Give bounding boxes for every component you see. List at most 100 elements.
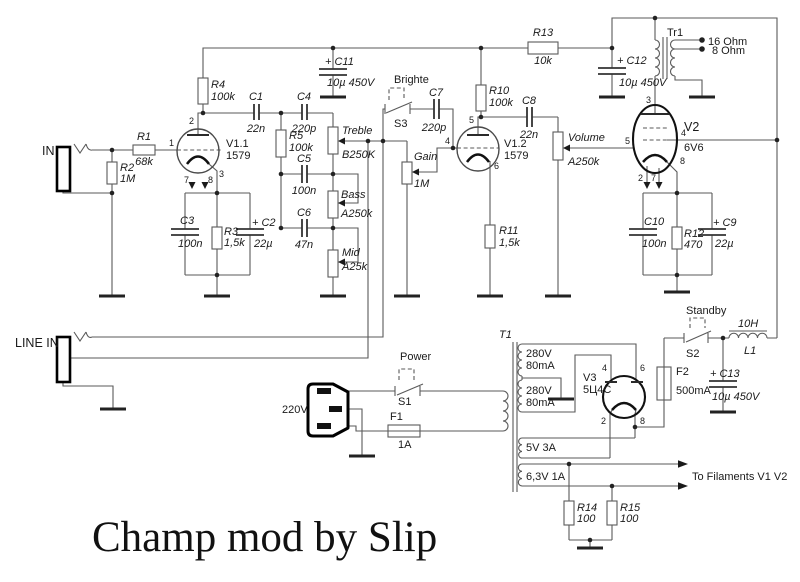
v11-pin2: 2 [189, 116, 194, 126]
r3-ref: R3 [224, 226, 239, 238]
pot-gain [401, 161, 413, 185]
t1-hv2-coil [517, 379, 523, 413]
input-jack-label: IN [42, 144, 55, 158]
r1-value: 68k [135, 156, 153, 168]
c4-value: 220p [291, 123, 316, 135]
treble-pot-label: Treble [342, 125, 372, 137]
f2-ref: F2 [676, 366, 689, 378]
tube-v11 [176, 128, 220, 189]
v2-ref: V2 [684, 120, 699, 134]
c10-value: 100n [642, 238, 666, 250]
resistor-r11 [484, 224, 496, 249]
c6-ref: C6 [297, 207, 312, 219]
treble-wiper-arrow [338, 137, 345, 145]
fuse-f1 [387, 424, 421, 438]
tube-grid-lines [177, 127, 667, 151]
cap-c11 [319, 68, 347, 76]
tube-v3 [601, 374, 647, 420]
r11-value: 1,5k [499, 237, 520, 249]
resistor-r5 [275, 129, 287, 158]
v11-pin8: 8 [208, 175, 213, 185]
r10-ref: R10 [489, 85, 510, 97]
c9-ref: + C9 [713, 217, 737, 229]
c11-value: 10µ 450V [327, 77, 376, 89]
v3-ref: V3 [583, 372, 596, 384]
t1-primary-coil [502, 390, 509, 432]
fuse-bodies [387, 366, 672, 438]
v11-pin1: 1 [169, 138, 174, 148]
c7-ref: C7 [429, 87, 444, 99]
ground-symbols [99, 95, 736, 550]
volume-pot-value: A250k [567, 156, 600, 168]
s3-ref-label: S3 [394, 118, 407, 130]
c3-value: 100n [178, 238, 202, 250]
v2-pin4: 4 [681, 128, 686, 138]
r12-ref: R12 [684, 228, 704, 240]
switch-s2 [683, 317, 712, 343]
cap-c3 [171, 228, 199, 236]
resistor-r4 [197, 77, 209, 105]
pot-treble [327, 126, 339, 155]
gain-wiper-arrow [412, 168, 419, 176]
filament-arrow-2 [678, 482, 688, 490]
cap-c1 [253, 104, 260, 120]
bass-pot-label: Bass [341, 189, 366, 201]
s2-name-label: Standby [686, 305, 727, 317]
tr1-tap-16: 16 Ohm [708, 36, 747, 48]
resistor-bodies [106, 41, 683, 526]
v2-pin7: 7 [651, 173, 656, 183]
t1-heater-coil [517, 463, 523, 487]
tr1-tap-8: 8 Ohm [712, 45, 745, 57]
v2-pin8: 8 [680, 156, 685, 166]
t1-5v-label: 5V 3A [526, 442, 557, 454]
v11-pin7: 7 [184, 175, 189, 185]
cap-c7 [433, 99, 440, 119]
tr1-ref: Tr1 [667, 27, 683, 39]
r4-value: 100k [211, 91, 235, 103]
labels: IN LINE IN 220V R1 68k R2 1M R3 1,5k R4 … [15, 27, 787, 561]
v12-pin6: 6 [494, 161, 499, 171]
cap-c8 [526, 107, 533, 127]
t1-ref: T1 [499, 329, 512, 341]
r2-value: 1M [120, 173, 136, 185]
gain-pot-value: 1M [414, 178, 430, 190]
c12-value: 10µ 450V [619, 77, 668, 89]
capacitor-bodies [171, 67, 737, 388]
wires [62, 17, 778, 548]
mains-pin-neutral [317, 423, 331, 429]
c10-ref: C10 [644, 216, 665, 228]
c5-value: 100n [292, 185, 316, 197]
v12-ref: V1.2 [504, 138, 527, 150]
r5-ref: R5 [289, 130, 304, 142]
filament-arrow-1 [678, 460, 688, 468]
c13-ref: + C13 [710, 368, 741, 380]
resistor-r12 [671, 226, 683, 250]
c1-ref: C1 [249, 91, 263, 103]
c5-ref: C5 [297, 153, 312, 165]
bass-pot-value: A250k [340, 208, 373, 220]
t1-heater-label: 6,3V 1A [526, 471, 566, 483]
c3-ref: C3 [180, 215, 195, 227]
input-jack [55, 143, 93, 193]
cap-c12 [598, 67, 626, 75]
connection-markers [678, 37, 705, 490]
volume-pot-label: Volume [568, 132, 605, 144]
tr1-secondary-coil [669, 39, 676, 77]
v12-pin4: 4 [445, 136, 450, 146]
line-in-jack-label: LINE IN [15, 336, 59, 350]
resistor-r3 [211, 226, 223, 250]
mid-pot-label: Mid [342, 247, 361, 259]
s1-ref-label: S1 [398, 396, 411, 408]
c12-ref: + C12 [617, 55, 647, 67]
tr1-core [662, 37, 668, 79]
coils [502, 37, 768, 487]
t1-hv1-coil [517, 343, 523, 377]
line-in-jack [55, 331, 93, 384]
c2-value: 22µ [253, 238, 273, 250]
v3-pin6: 6 [640, 363, 645, 373]
schematic-title: Champ mod by Slip [92, 514, 437, 561]
r11-ref: R11 [499, 225, 518, 237]
v11-ref: V1.1 [226, 138, 249, 150]
treble-pot-value: B250K [342, 149, 376, 161]
